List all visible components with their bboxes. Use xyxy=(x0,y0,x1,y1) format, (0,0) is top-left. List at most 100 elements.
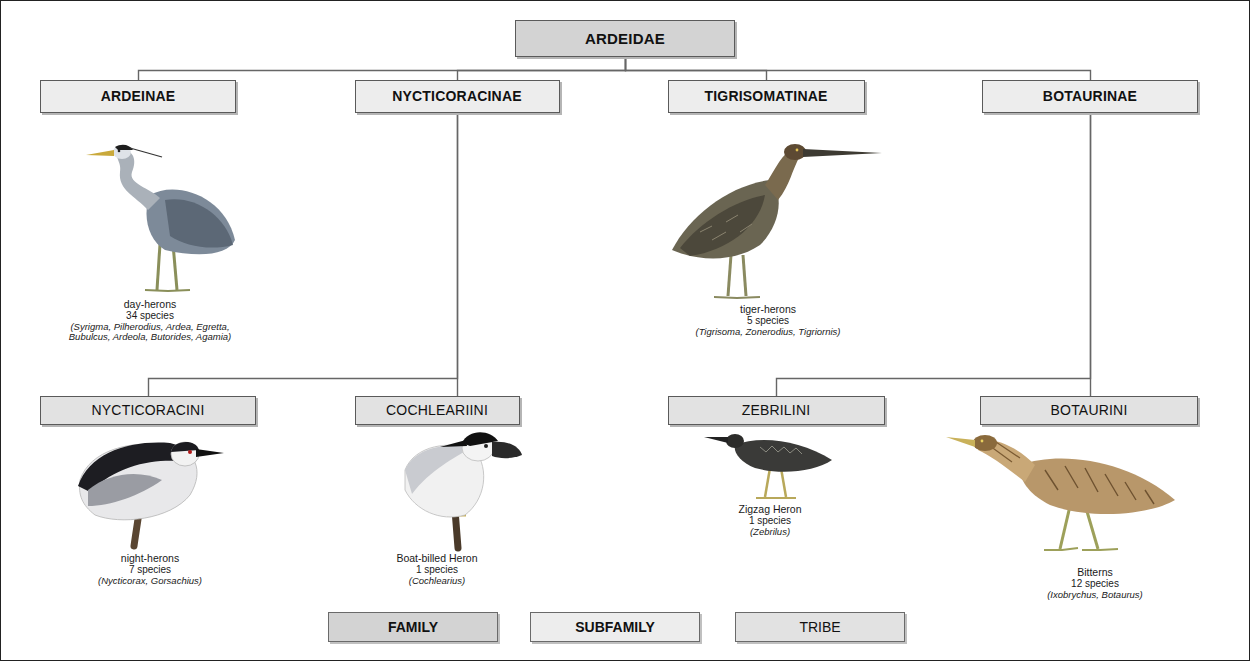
crest xyxy=(440,440,467,447)
feet xyxy=(756,497,796,499)
taxon-name: BOTAURINI xyxy=(1051,402,1128,418)
day-heron-figure xyxy=(86,145,235,291)
legend-text: SUBFAMILY xyxy=(575,619,655,635)
species-count: 1 species xyxy=(352,564,522,576)
tree-connector xyxy=(457,113,458,396)
body xyxy=(672,180,779,258)
family-box: ARDEIDAE xyxy=(515,20,735,57)
leg xyxy=(728,255,731,296)
genus-list: (Zebrilus) xyxy=(685,527,855,538)
taxon-name: TIGRISOMATINAE xyxy=(704,88,827,104)
tree-connector xyxy=(626,57,1091,80)
tribe-box: BOTAURINI xyxy=(980,396,1198,425)
taxon-caption: Zigzag Heron1 species(Zebrilus) xyxy=(685,503,855,537)
subfamily-box: TIGRISOMATINAE xyxy=(668,80,865,113)
boat-billed-heron-figure xyxy=(405,432,522,548)
taxon-caption: Boat-billed Heron1 species(Cochlearius) xyxy=(352,552,522,586)
common-name: Boat-billed Heron xyxy=(352,552,522,564)
bill xyxy=(803,149,882,157)
common-name: tiger-herons xyxy=(668,303,868,315)
taxon-caption: tiger-herons5 species(Tigrisoma, Zonerod… xyxy=(668,303,868,337)
crown xyxy=(171,442,199,452)
tree-connector xyxy=(458,57,626,80)
body xyxy=(1020,458,1175,514)
species-count: 5 species xyxy=(668,315,868,327)
tiger-heron-figure xyxy=(672,144,882,298)
eye xyxy=(981,440,984,443)
genus-list: (Tigrisoma, Zonerodius, Tigriornis) xyxy=(668,327,868,338)
genus-list: (Syrigma, Pilherodius, Ardea, Egretta, B… xyxy=(50,322,250,344)
species-count: 7 species xyxy=(55,564,245,576)
feet xyxy=(714,297,760,298)
species-count: 1 species xyxy=(685,515,855,527)
common-name: day-herons xyxy=(50,298,250,310)
genus-list: (Ixobrychus, Botaurus) xyxy=(1000,590,1190,601)
head xyxy=(973,435,997,451)
taxon-name: BOTAURINAE xyxy=(1043,88,1137,104)
body xyxy=(146,189,235,254)
leg xyxy=(781,468,786,497)
wing xyxy=(165,199,233,247)
taxon-caption: Bitterns12 species(Ixobrychus, Botaurus) xyxy=(1000,566,1190,600)
tree-connector xyxy=(1090,113,1091,396)
eye xyxy=(796,149,799,152)
feet xyxy=(1044,548,1118,550)
night-heron-figure xyxy=(78,442,224,546)
bittern-figure xyxy=(946,435,1175,550)
legend-swatch: SUBFAMILY xyxy=(530,612,700,642)
subfamily-box: ARDEINAE xyxy=(40,80,236,113)
taxon-caption: night-herons7 species(Nycticorax, Gorsac… xyxy=(55,552,245,586)
head xyxy=(784,144,806,160)
bill xyxy=(704,437,728,443)
leg xyxy=(765,468,770,497)
tribe-box: NYCTICORACINI xyxy=(40,396,256,425)
tribe-box: ZEBRILINI xyxy=(668,396,885,425)
eye xyxy=(484,444,488,448)
common-name: Bitterns xyxy=(1000,566,1190,578)
barring xyxy=(700,215,752,240)
taxon-name: ARDEIDAE xyxy=(585,30,665,47)
tribe-box: COCHLEARIINI xyxy=(355,396,520,425)
tree-connector xyxy=(777,113,1091,396)
back xyxy=(405,446,470,494)
streaks xyxy=(1045,466,1154,504)
tree-connector xyxy=(139,57,626,80)
species-count: 12 species xyxy=(1000,578,1190,590)
common-name: Zigzag Heron xyxy=(685,503,855,515)
zigzag-heron-figure xyxy=(704,434,832,498)
crown xyxy=(115,145,133,150)
leg xyxy=(743,255,746,296)
head xyxy=(171,442,199,466)
taxon-name: NYCTICORACINI xyxy=(91,402,204,418)
bill xyxy=(86,150,114,156)
feet xyxy=(145,290,190,291)
bill xyxy=(196,449,224,457)
plume xyxy=(130,148,162,157)
taxon-name: COCHLEARIINI xyxy=(386,402,488,418)
barring xyxy=(760,446,802,454)
tree-connector xyxy=(626,57,767,80)
wing xyxy=(680,195,765,256)
taxon-caption: day-herons34 species(Syrigma, Pilherodiu… xyxy=(50,298,250,343)
subfamily-box: BOTAURINAE xyxy=(982,80,1198,113)
species-count: 34 species xyxy=(50,310,250,322)
eye xyxy=(188,450,192,454)
legend-swatch: TRIBE xyxy=(735,612,905,642)
tree-connector xyxy=(149,113,458,396)
leg xyxy=(1060,506,1070,549)
genus-list: (Nycticorax, Gorsachius) xyxy=(55,576,245,587)
taxon-name: ARDEINAE xyxy=(101,88,176,104)
genus-list: (Cochlearius) xyxy=(352,576,522,587)
bill xyxy=(946,437,975,447)
leg xyxy=(157,244,160,290)
legend-text: FAMILY xyxy=(388,619,438,635)
subfamily-box: NYCTICORACINAE xyxy=(355,80,560,113)
taxon-name: ZEBRILINI xyxy=(742,402,811,418)
legend-text: TRIBE xyxy=(799,619,840,635)
legend-swatch: FAMILY xyxy=(328,612,498,642)
bill xyxy=(492,442,522,458)
leg xyxy=(1086,508,1098,549)
common-name: night-herons xyxy=(55,552,245,564)
